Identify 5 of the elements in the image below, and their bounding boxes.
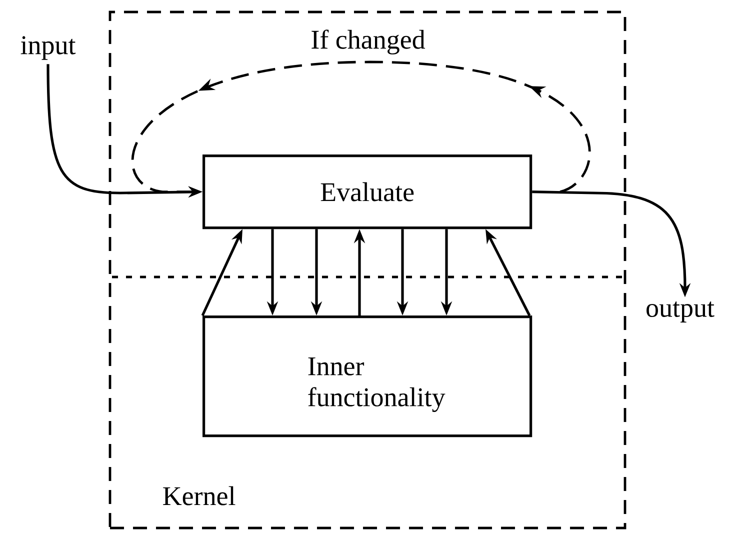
io-label: output — [646, 302, 714, 322]
io-label: input — [20, 36, 76, 60]
process-box: Inner functionality — [202, 316, 532, 438]
process-box: Evaluate — [202, 154, 532, 230]
edge-label: If changed — [312, 30, 426, 54]
